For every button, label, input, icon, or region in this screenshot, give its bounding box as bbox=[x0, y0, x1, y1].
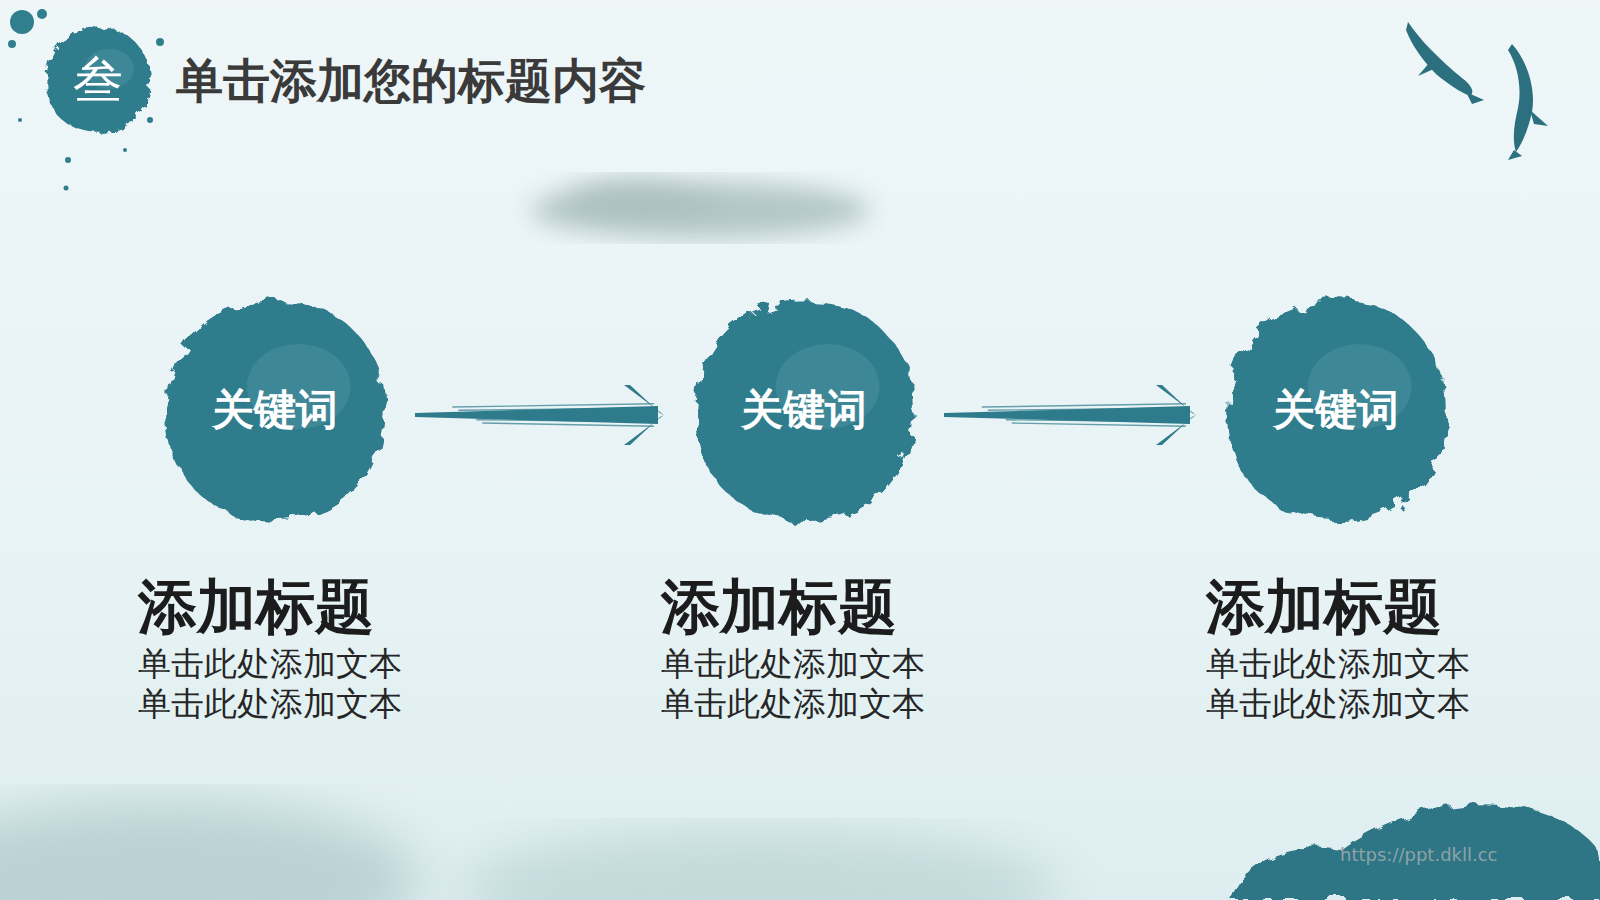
ink-splatter bbox=[8, 9, 164, 191]
body-text: 单击此处添加文本 bbox=[661, 644, 925, 684]
watermark: https://ppt.dkll.cc bbox=[1340, 844, 1498, 866]
ink-hills bbox=[0, 800, 1600, 900]
slide-title: 单击添加您的标题内容 bbox=[176, 52, 646, 110]
column-heading: 添加标题 bbox=[661, 572, 897, 643]
body-text: 单击此处添加文本 bbox=[138, 644, 402, 684]
section-badge: 叁 bbox=[42, 24, 154, 136]
brush-arrow bbox=[944, 385, 1196, 445]
body-text: 单击此处添加文本 bbox=[138, 684, 402, 724]
ink-cloud bbox=[530, 178, 870, 238]
column-heading: 添加标题 bbox=[138, 572, 374, 643]
column-heading: 添加标题 bbox=[1206, 572, 1442, 643]
body-text: 单击此处添加文本 bbox=[1206, 644, 1470, 684]
section-number: 叁 bbox=[73, 47, 123, 114]
keyword-text: 关键词 bbox=[741, 382, 867, 438]
body-text: 单击此处添加文本 bbox=[661, 684, 925, 724]
brush-arrow bbox=[415, 385, 664, 445]
keyword-blob: 关键词 bbox=[686, 292, 922, 528]
body-text: 单击此处添加文本 bbox=[1206, 684, 1470, 724]
koi-fish bbox=[1406, 22, 1548, 160]
keyword-blob: 关键词 bbox=[1218, 292, 1454, 528]
keyword-text: 关键词 bbox=[1273, 382, 1399, 438]
keyword-blob: 关键词 bbox=[157, 292, 393, 528]
keyword-text: 关键词 bbox=[212, 382, 338, 438]
